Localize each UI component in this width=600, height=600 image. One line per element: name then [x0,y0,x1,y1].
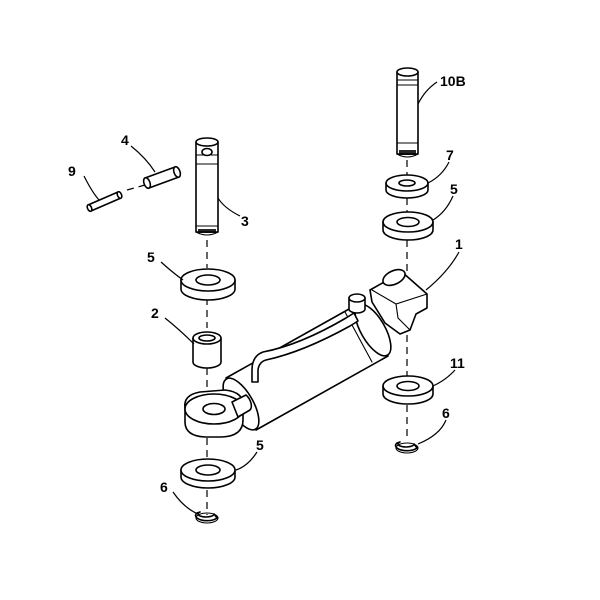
callout-5-upper-left: 5 [147,249,155,265]
callout-5-upper-right: 5 [450,181,458,197]
washer-7 [385,174,429,199]
centerlines [126,160,408,515]
callout-9: 9 [68,163,76,179]
hydraulic-cylinder-1 [183,268,428,438]
callout-6-right: 6 [442,405,450,421]
callout-labels: 10B 7 5 1 11 6 4 9 3 5 2 5 6 [68,73,466,495]
washer-5-upper-left [180,268,236,301]
pin-10b [396,67,419,158]
callout-11: 11 [450,355,465,371]
washer-5-upper-right [382,211,434,241]
callout-7: 7 [446,147,454,163]
bushing-2 [192,331,222,369]
callout-1: 1 [455,236,463,252]
callout-5-lower: 5 [256,437,264,453]
snap-ring-6-left [194,511,219,524]
leader-lines [83,81,460,515]
roll-pin-9 [86,190,123,213]
callout-10b: 10B [440,73,466,89]
callout-2: 2 [151,305,159,321]
callout-4: 4 [121,132,129,148]
pin-4 [142,165,182,190]
callout-3: 3 [241,213,249,229]
callout-6-left: 6 [160,479,168,495]
pin-3 [195,137,219,236]
washer-5-lower [180,458,236,489]
washer-11 [382,375,434,405]
snap-ring-6-right [394,441,419,454]
